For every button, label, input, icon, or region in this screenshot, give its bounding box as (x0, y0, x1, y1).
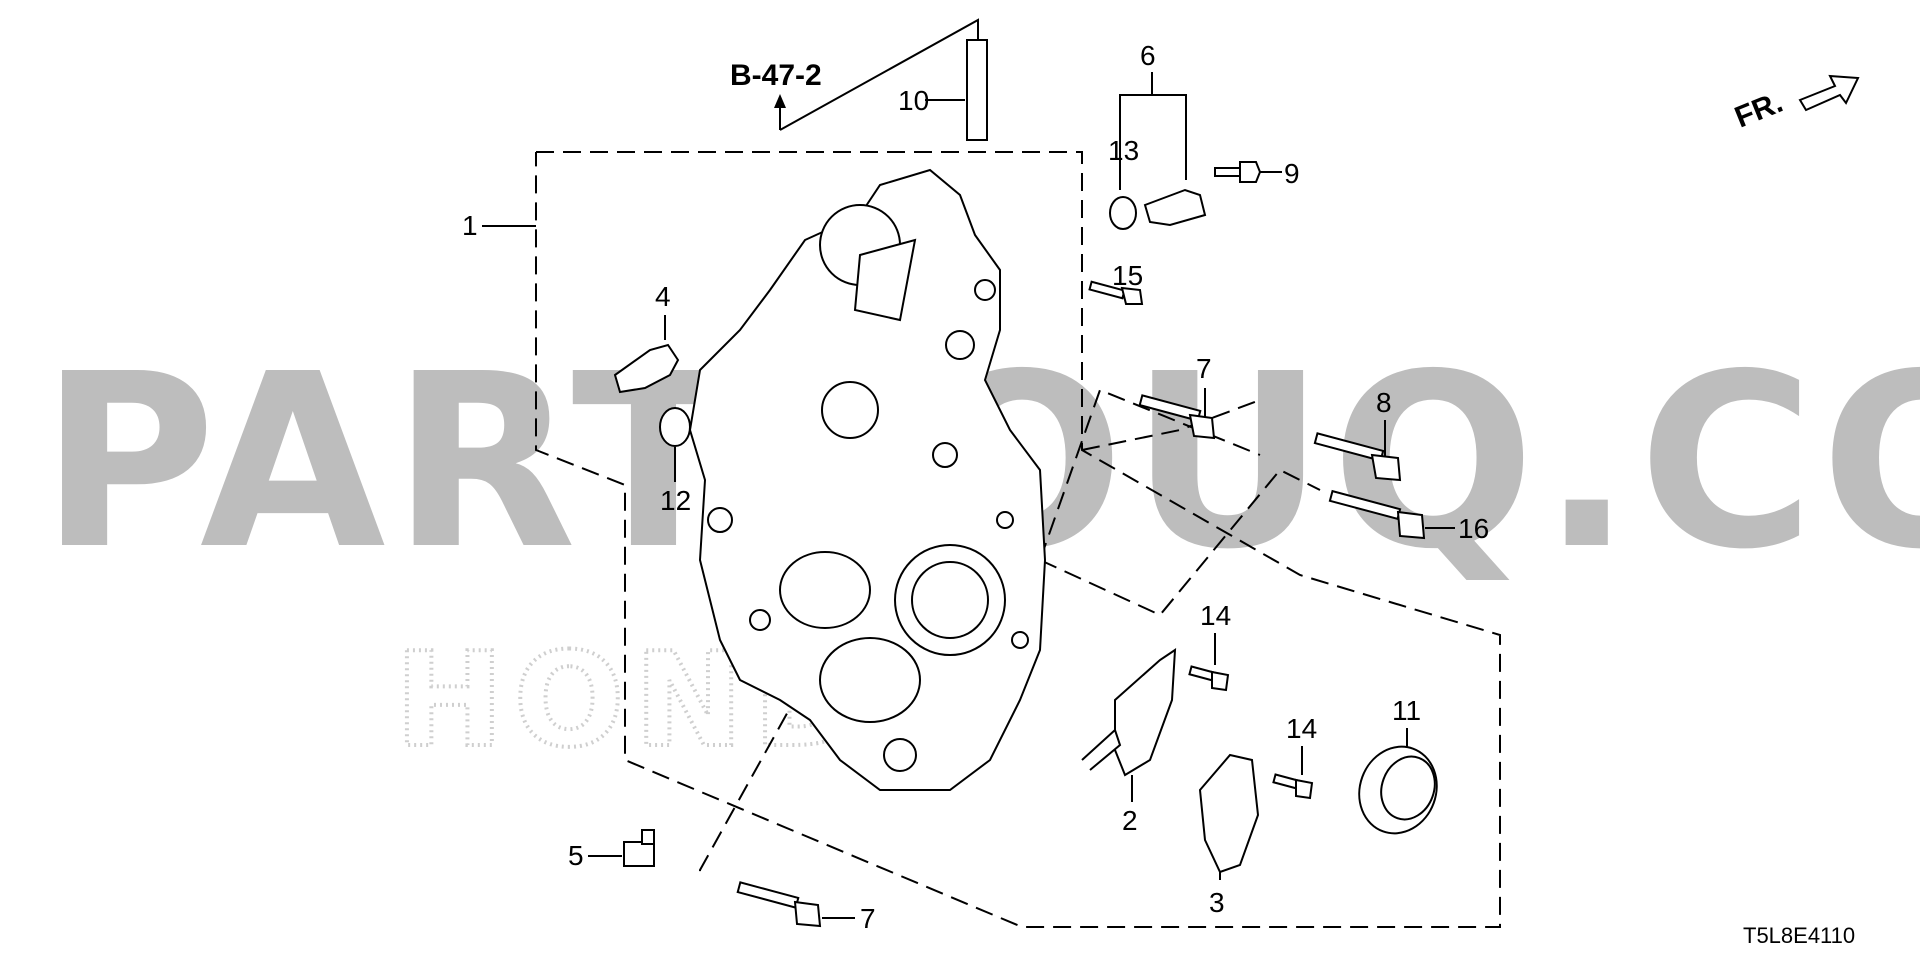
o-ring-icon (1109, 196, 1137, 230)
bolt-icon (1214, 167, 1241, 177)
callout-10: 10 (898, 85, 929, 116)
assembly-outline (535, 151, 1501, 928)
bolt-icon (736, 881, 800, 909)
part-4-gasket: 4 (613, 281, 680, 394)
chain-case (688, 168, 1047, 791)
gasket-icon (613, 343, 680, 394)
callout-5: 5 (568, 840, 584, 871)
callout-14-lower: 14 (1286, 713, 1317, 744)
callout-15: 15 (1112, 260, 1143, 291)
plate-icon (1198, 753, 1260, 874)
sensor-icon (1143, 188, 1207, 227)
part-15-bolt: 15 (1088, 260, 1143, 305)
callout-6: 6 (1140, 40, 1156, 71)
part-2-bracket: 2 (1081, 648, 1177, 836)
callout-12: 12 (660, 485, 691, 516)
arrow-up-icon (774, 94, 786, 108)
front-arrow-icon (1798, 74, 1860, 112)
callout-7-lower: 7 (860, 903, 876, 934)
front-label: FR. (1730, 86, 1787, 135)
part-7-lower-bolt: 7 (736, 881, 876, 934)
callout-9: 9 (1284, 158, 1300, 189)
part-12-seal: 12 (659, 407, 691, 516)
bracket-icon (1114, 648, 1177, 777)
seal-ring-icon (659, 407, 691, 447)
part-9-bolt: 9 (1214, 158, 1300, 189)
part-1-leader: 1 (462, 210, 536, 241)
reference-label: B-47-2 (730, 59, 822, 92)
callout-7-upper: 7 (1196, 353, 1212, 384)
part-16-bolt: 16 (1328, 489, 1489, 544)
callout-11: 11 (1392, 695, 1421, 726)
switch-icon (623, 841, 655, 867)
callout-16: 16 (1458, 513, 1489, 544)
part-5-switch: 5 (568, 829, 655, 871)
callout-1: 1 (462, 210, 478, 241)
callout-14-upper: 14 (1200, 600, 1231, 631)
callout-13: 13 (1108, 135, 1139, 166)
stud-icon (966, 39, 988, 141)
part-3-plate: 3 (1198, 753, 1260, 918)
part-11-oil-seal: 11 (1358, 695, 1438, 835)
callout-3: 3 (1209, 887, 1225, 918)
drawing-code: T5L8E4110 (1743, 923, 1855, 948)
callout-4: 4 (655, 281, 671, 312)
part-7-upper-bolt: 7 (1138, 353, 1216, 440)
part-14-lower-bolt: 14 (1272, 713, 1317, 800)
reference-arrow: B-47-2 (730, 18, 979, 131)
callout-2: 2 (1122, 805, 1138, 836)
part-8-bolt: 8 (1313, 387, 1402, 482)
part-10-stud: 10 (898, 39, 988, 141)
part-14-upper-bolt: 14 (1188, 600, 1231, 692)
part-6-sensor: 6 13 (1108, 40, 1207, 230)
front-direction: FR. (1730, 74, 1860, 135)
callout-8: 8 (1376, 387, 1392, 418)
